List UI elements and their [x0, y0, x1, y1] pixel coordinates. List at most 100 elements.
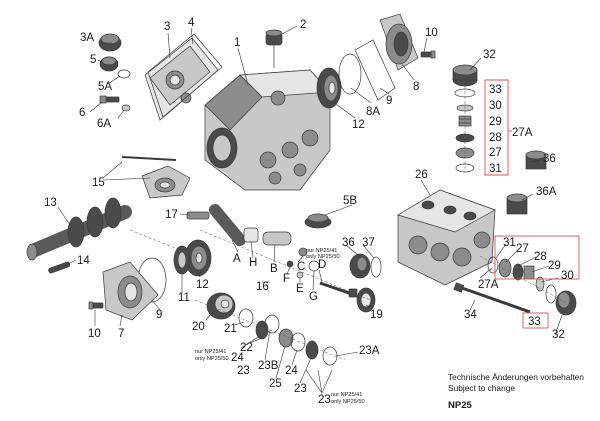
label-15: 15: [92, 177, 105, 189]
label-29-low: 29: [548, 260, 561, 272]
part-29-spring-low: [523, 265, 535, 280]
label-9-top: 9: [386, 95, 392, 107]
label-27-top: 27: [489, 147, 502, 159]
label-31-low: 31: [503, 237, 516, 249]
label-30-low: 30: [561, 270, 574, 282]
part-34-bolt: [453, 282, 531, 314]
model-name: NP25: [448, 400, 472, 411]
label-10-top: 10: [425, 27, 438, 39]
note-nur-np25-41-b: nur NP25/41: [195, 349, 226, 355]
label-12-low: 12: [196, 279, 209, 291]
part-12-bearing-low: [184, 239, 212, 277]
label-31-top: 31: [489, 163, 502, 175]
part-10-bolt-low: [88, 301, 104, 310]
label-A: A: [233, 253, 241, 265]
label-D: D: [318, 259, 326, 271]
label-21: 21: [224, 323, 237, 335]
label-34: 34: [464, 309, 477, 321]
label-10-low: 10: [88, 328, 101, 340]
label-27A-low: 27A: [478, 279, 499, 291]
label-22: 22: [240, 342, 253, 354]
part-5A-oring: [117, 69, 131, 79]
label-24-b: 24: [285, 365, 298, 377]
label-6A: 6A: [97, 118, 111, 130]
part-15-connecting-rods: [121, 156, 191, 199]
label-36-left: 36: [342, 237, 355, 249]
label-32-top: 32: [483, 49, 496, 61]
highlight-box-top-valve: [484, 79, 509, 176]
part-10-bolt-top: [420, 50, 436, 59]
label-1: 1: [234, 37, 240, 49]
label-28-low: 28: [534, 251, 547, 263]
label-11: 11: [178, 292, 190, 304]
part-8A-oring: [338, 53, 362, 95]
part-27-seat-low: [498, 258, 512, 278]
part-6-screw: [99, 95, 120, 104]
label-32-low: 32: [552, 329, 565, 341]
label-29-top: 29: [489, 116, 502, 128]
part-6A-washer: [121, 104, 131, 112]
part-5B-seals: [304, 213, 332, 229]
label-8: 8: [413, 81, 419, 93]
label-30-top: 30: [489, 100, 502, 112]
label-14: 14: [77, 255, 90, 267]
part-B-ceramic: [262, 231, 292, 246]
part-4-gasket: [147, 33, 223, 118]
label-36A: 36A: [536, 186, 557, 198]
part-19-oil-seal: [356, 287, 376, 313]
part-1-crankcase: [204, 69, 331, 191]
label-24-a: 24: [231, 352, 244, 364]
part-17-pin: [186, 211, 210, 220]
label-5B: 5B: [343, 195, 357, 207]
part-23B-ring: [264, 314, 280, 334]
note-nur-np25-41-c: nur NP25/41: [331, 392, 362, 398]
part-12-bearing-top: [316, 67, 342, 109]
label-E: E: [296, 283, 304, 295]
label-5: 5: [90, 54, 96, 66]
part-23-ring-b: [305, 340, 319, 360]
part-32-plug-top: [452, 64, 478, 87]
label-9-low: 9: [156, 309, 162, 321]
label-25: 25: [269, 378, 282, 390]
part-20-retainer: [206, 292, 236, 320]
part-24-ring: [290, 332, 306, 352]
part-9-gasket-top: [354, 39, 396, 101]
part-36-plug-right: [525, 150, 547, 170]
part-14-key: [48, 261, 71, 274]
part-3-rear-cover: [144, 37, 219, 121]
part-36-plug-left: [349, 253, 371, 279]
label-27A-top: 27A: [512, 127, 533, 139]
part-23-ring-a: [255, 320, 269, 340]
label-23-c: 23: [318, 394, 331, 406]
part-7-bearing-cover: [102, 261, 159, 321]
label-28-top: 28: [489, 132, 502, 144]
note-only-np25-50-b: only NP25/50: [195, 356, 229, 362]
label-12-top: 12: [352, 119, 365, 131]
part-D-bolt: [319, 281, 358, 298]
part-28-valve-low: [512, 263, 524, 281]
label-17: 17: [165, 209, 178, 221]
label-7: 7: [118, 328, 124, 340]
label-27-low: 27: [516, 243, 529, 255]
part-2-dipstick: [265, 29, 283, 68]
label-26: 26: [415, 169, 428, 181]
part-H-sleeve: [243, 227, 259, 243]
label-4: 4: [188, 17, 195, 29]
label-23-b: 23: [294, 383, 307, 395]
label-8A: 8A: [366, 106, 380, 118]
leader-lines: [57, 25, 563, 394]
part-8-side-cover: [379, 13, 419, 71]
part-26-manifold: [397, 189, 496, 286]
part-21-ring: [238, 308, 254, 328]
label-6: 6: [79, 107, 85, 119]
label-5A: 5A: [98, 81, 112, 93]
label-C: C: [297, 261, 305, 273]
label-2: 2: [300, 19, 306, 31]
part-5-plug: [99, 56, 119, 72]
note-only-np25-50-a: only NP25/50: [306, 254, 340, 260]
label-33-low: 33: [528, 316, 541, 328]
part-33-oring-low: [545, 284, 557, 304]
part-labels: 3A 3 4 2 1 10 32 5 5A 6 6A 12 8A 9 8 33 …: [44, 17, 574, 406]
label-33-top: 33: [489, 84, 502, 96]
label-G: G: [309, 291, 318, 303]
